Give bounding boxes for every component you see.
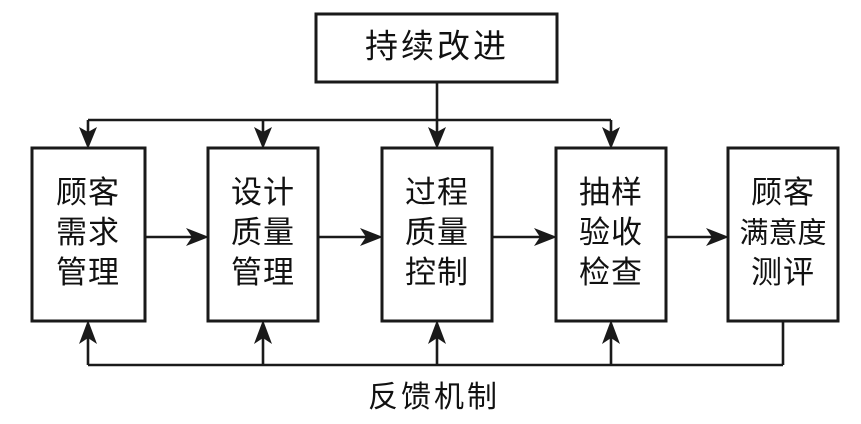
flow-arrow-1 bbox=[186, 228, 209, 246]
stage-box-design-quality-management[interactable]: 设计 质量 管理 bbox=[206, 146, 320, 323]
stage-3-frame bbox=[380, 146, 494, 323]
stage-3-label-line-1: 过程 bbox=[405, 175, 469, 210]
improvement-arrow-1 bbox=[79, 127, 97, 149]
stage-3-label-line-2: 质量 bbox=[405, 215, 469, 250]
stage-2-label-line-2: 质量 bbox=[231, 215, 295, 250]
continuous-improvement-label: 持续改进 bbox=[365, 29, 509, 66]
stage-4-frame bbox=[554, 146, 668, 323]
improvement-arrow-3 bbox=[428, 127, 446, 149]
stage-1-label-line-1: 顾客 bbox=[56, 175, 120, 210]
feedback-arrow-4 bbox=[602, 320, 620, 344]
stage-4-label-line-1: 抽样 bbox=[579, 175, 643, 210]
feedback-arrow-1 bbox=[79, 320, 97, 344]
flow-arrow-2 bbox=[360, 228, 383, 246]
stage-3-label-line-3: 控制 bbox=[405, 255, 469, 290]
flow-arrow-3 bbox=[534, 228, 557, 246]
continuous-improvement-bus bbox=[79, 82, 620, 149]
stage-4-label-line-2: 验收 bbox=[579, 215, 643, 250]
stage-4-label-line-3: 检查 bbox=[579, 255, 643, 290]
stage-box-process-quality-control[interactable]: 过程 质量 控制 bbox=[380, 146, 494, 323]
stage-1-label-line-3: 管理 bbox=[56, 255, 120, 290]
stage-flow-arrows bbox=[145, 228, 729, 246]
stage-1-label-line-2: 需求 bbox=[56, 215, 120, 250]
stage-5-label-line-3: 测评 bbox=[751, 255, 815, 290]
feedback-mechanism-bus bbox=[79, 320, 785, 367]
stage-box-sampling-acceptance-inspection[interactable]: 抽样 验收 检查 bbox=[554, 146, 668, 323]
improvement-arrow-4 bbox=[602, 127, 620, 149]
feedback-arrow-3 bbox=[428, 320, 446, 344]
stage-2-label-line-1: 设计 bbox=[231, 175, 295, 210]
stage-5-label-line-1: 顾客 bbox=[751, 175, 815, 210]
flow-arrow-4 bbox=[706, 228, 729, 246]
feedback-arrow-2 bbox=[254, 320, 272, 344]
continuous-improvement-box[interactable]: 持续改进 bbox=[314, 12, 559, 84]
stage-5-label-line-2: 满意度 bbox=[739, 217, 826, 250]
stage-2-label-line-3: 管理 bbox=[231, 255, 295, 290]
stage-box-customer-satisfaction-evaluation[interactable]: 顾客 满意度 测评 bbox=[726, 146, 840, 323]
continuous-improvement-box-frame bbox=[314, 12, 559, 84]
stage-2-frame bbox=[206, 146, 320, 323]
feedback-mechanism-caption: 反馈机制 bbox=[368, 381, 500, 414]
stage-5-frame bbox=[726, 146, 840, 323]
improvement-arrow-2 bbox=[254, 127, 272, 149]
stage-1-frame bbox=[30, 146, 147, 323]
stage-box-customer-requirement-management[interactable]: 顾客 需求 管理 bbox=[30, 146, 147, 323]
